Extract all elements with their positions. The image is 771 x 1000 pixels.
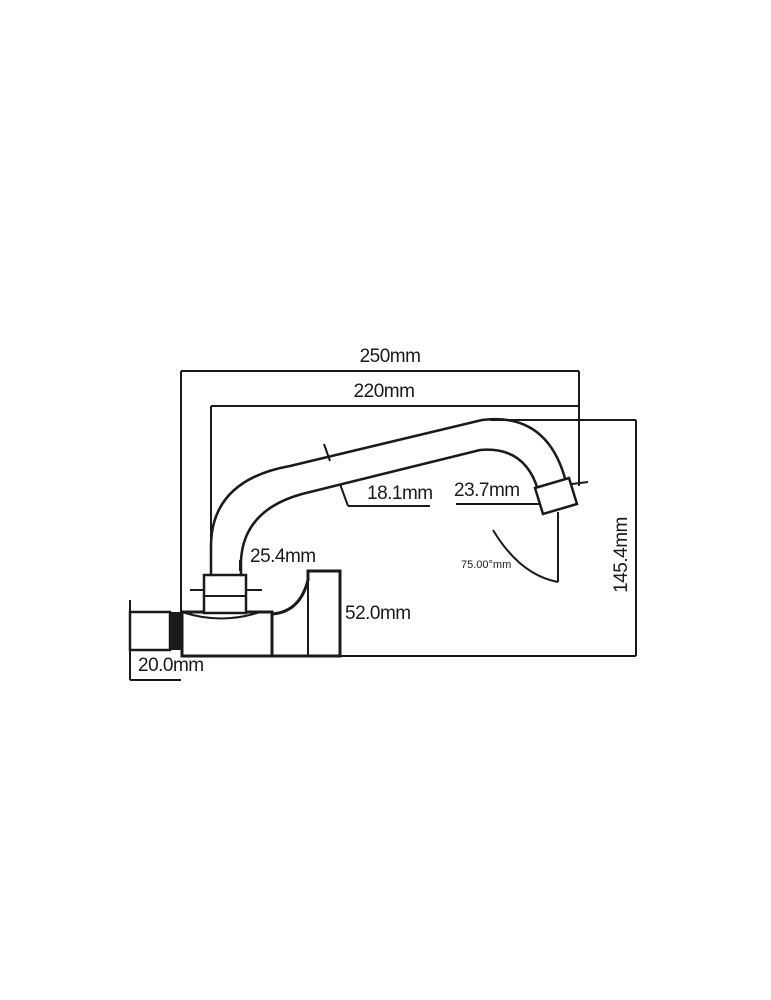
dim-spray-angle: 75.00°mm	[461, 512, 559, 583]
inlet-nipple	[128, 610, 172, 652]
dim-body-height: 52.0mm	[339, 571, 411, 656]
aerator	[533, 476, 579, 516]
spout-outer	[209, 417, 568, 577]
dim-swivel-collar: 25.4mm	[239, 546, 316, 571]
label-total-height: 145.4mm	[611, 517, 632, 593]
label-aerator-length: 23.7mm	[454, 480, 520, 501]
label-inlet-thread: 20.0mm	[138, 655, 204, 676]
dim-overall-length: 250mm	[180, 346, 580, 612]
label-pipe-diameter: 18.1mm	[367, 483, 433, 504]
dim-inlet-thread: 20.0mm	[129, 600, 204, 681]
inlet-thread-band	[170, 612, 182, 650]
faucet-body	[128, 417, 579, 658]
spout-inner	[239, 448, 540, 577]
label-body-height: 52.0mm	[345, 603, 411, 624]
label-overall-length: 250mm	[360, 346, 421, 367]
label-swivel-collar: 25.4mm	[250, 546, 316, 567]
dim-pipe-diameter: 18.1mm	[323, 443, 433, 507]
label-spout-length: 220mm	[354, 381, 415, 402]
swivel-collar	[202, 573, 248, 615]
valve-handle-base	[270, 569, 342, 658]
dim-total-height: 145.4mm	[340, 419, 637, 657]
dim-aerator-length: 23.7mm	[454, 480, 589, 505]
label-spray-angle: 75.00°mm	[461, 559, 511, 571]
